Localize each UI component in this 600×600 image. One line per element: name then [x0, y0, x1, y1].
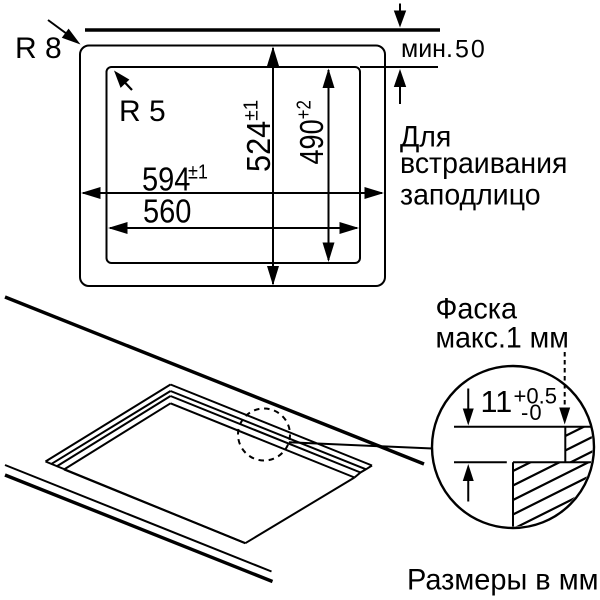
svg-text:+0.5: +0.5	[514, 384, 557, 409]
svg-text:±1: ±1	[188, 162, 208, 184]
svg-text:R 5: R 5	[119, 95, 166, 128]
svg-text:Для: Для	[400, 121, 451, 154]
svg-text:встраивания: встраивания	[400, 147, 567, 180]
svg-text:50: 50	[455, 36, 487, 64]
svg-text:-0: -0	[521, 400, 543, 425]
svg-text:мин.: мин.	[401, 35, 453, 63]
svg-text:Размеры в мм: Размеры в мм	[407, 563, 599, 597]
svg-text:заподлицо: заподлицо	[400, 179, 541, 212]
svg-text:Фаска: Фаска	[436, 292, 518, 326]
svg-text:11: 11	[481, 385, 513, 419]
svg-text:594: 594	[142, 161, 190, 198]
svg-text:R 8: R 8	[15, 32, 62, 65]
svg-text:макс.1 мм: макс.1 мм	[436, 322, 569, 355]
svg-text:560: 560	[143, 193, 191, 230]
